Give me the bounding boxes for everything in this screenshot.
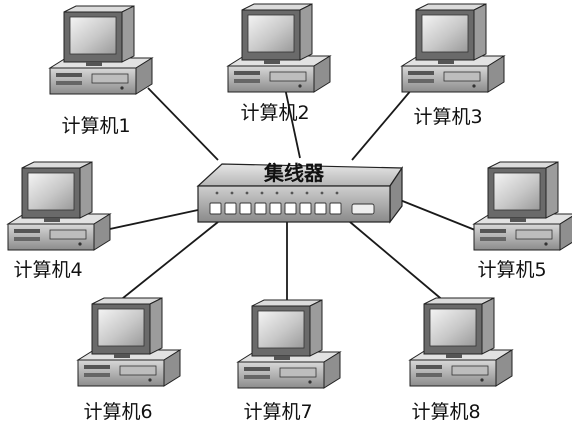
desktop-computer-icon — [49, 5, 153, 95]
desktop-computer-icon — [401, 3, 505, 93]
link-computer-2 — [284, 87, 301, 159]
link-computer-6 — [117, 221, 219, 303]
connection-lines — [95, 81, 481, 305]
computer-3: 计算机3 — [401, 3, 505, 128]
computer-label-6: 计算机6 — [83, 401, 152, 423]
desktop-computer-icon — [473, 161, 572, 251]
computer-label-2: 计算机2 — [240, 102, 309, 124]
desktop-computer-icon — [237, 299, 341, 389]
computer-1: 计算机1 — [49, 5, 153, 137]
computer-7: 计算机7 — [237, 299, 341, 423]
computer-label-5: 计算机5 — [477, 259, 546, 281]
desktop-computer-icon — [7, 161, 111, 251]
network-hub-icon — [196, 163, 404, 224]
computer-4: 计算机4 — [7, 161, 111, 281]
link-computer-4 — [95, 209, 199, 233]
desktop-computer-icon — [227, 3, 331, 93]
computer-label-3: 计算机3 — [413, 106, 482, 128]
computer-6: 计算机6 — [77, 297, 181, 423]
link-computer-5 — [399, 199, 481, 233]
computer-label-1: 计算机1 — [61, 115, 130, 137]
link-computer-1 — [147, 87, 219, 161]
hub-label: 集线器 — [263, 161, 325, 185]
desktop-computer-icon — [409, 297, 513, 387]
link-computer-3 — [351, 81, 419, 161]
hub: 集线器 — [196, 161, 404, 224]
computer-8: 计算机8 — [409, 297, 513, 423]
computer-2: 计算机2 — [227, 3, 331, 124]
computer-label-7: 计算机7 — [243, 401, 312, 423]
computer-label-4: 计算机4 — [13, 259, 82, 281]
desktop-computer-icon — [77, 297, 181, 387]
link-computer-8 — [349, 221, 446, 303]
computer-5: 计算机5 — [473, 161, 572, 281]
computer-label-8: 计算机8 — [411, 401, 480, 423]
